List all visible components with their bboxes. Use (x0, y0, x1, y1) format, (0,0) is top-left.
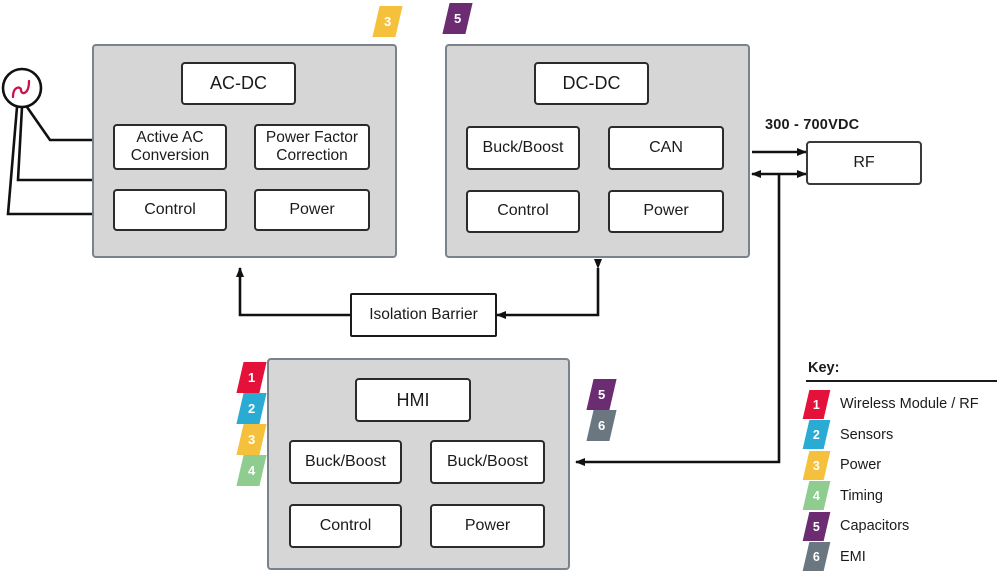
key-swatch-3: 3 (802, 450, 831, 480)
mains-line-2 (16, 106, 92, 182)
key-label-6: EMI (840, 548, 866, 565)
key-swatch-6: 6 (802, 542, 831, 572)
tag-hmi-5-label: 5 (597, 387, 606, 402)
rf-to-hmi-arrow (575, 174, 781, 466)
isolation-barrier-box[interactable]: Isolation Barrier (350, 293, 497, 337)
key-label-5: Capacitors (840, 518, 910, 535)
dcdc-to-iso-arrow (496, 259, 602, 319)
tag-hmi-4-label: 4 (247, 463, 256, 478)
key-swatch-5-number: 5 (813, 519, 820, 534)
key-item-timing[interactable]: 4 Timing (802, 481, 1000, 512)
key-title: Key: (808, 360, 840, 376)
key-swatch-2: 2 (802, 420, 831, 450)
key-label-2: Sensors (840, 426, 894, 443)
ac-dc-unit-power[interactable]: Power (254, 189, 370, 231)
hmi-unit-power[interactable]: Power (430, 504, 545, 548)
key-label-3: Power (840, 457, 882, 474)
key-divider (806, 380, 997, 382)
voltage-label: 300 - 700VDC (765, 117, 860, 133)
tag-hmi-3-label: 3 (247, 432, 256, 447)
ac-dc-unit-active-ac-conversion[interactable]: Active AC Conversion (113, 124, 227, 170)
key-label-1: Wireless Module / RF (840, 396, 979, 413)
mains-line-1 (25, 106, 92, 142)
key-item-emi[interactable]: 6 EMI (802, 542, 1000, 573)
key-swatch-2-number: 2 (813, 427, 820, 442)
mains-line-3 (6, 106, 92, 216)
hmi-unit-control[interactable]: Control (289, 504, 402, 548)
ac-source-symbol (1, 67, 43, 109)
key-item-sensors[interactable]: 2 Sensors (802, 420, 1000, 451)
hmi-unit-buck-boost-right[interactable]: Buck/Boost (430, 440, 545, 484)
tag-dcdc-5-label: 5 (453, 11, 462, 26)
key-swatch-6-number: 6 (813, 549, 820, 564)
iso-to-acdc-arrow (236, 267, 350, 317)
hmi-title-box[interactable]: HMI (355, 378, 471, 422)
tag-acdc-3-label: 3 (383, 14, 392, 29)
hmi-unit-buck-boost-left[interactable]: Buck/Boost (289, 440, 402, 484)
dc-dc-title-box[interactable]: DC-DC (534, 62, 649, 105)
dc-dc-unit-control[interactable]: Control (466, 190, 580, 233)
key-swatch-4: 4 (802, 481, 831, 511)
tag-hmi-2-label: 2 (247, 401, 256, 416)
key-swatch-1: 1 (802, 389, 831, 419)
key-item-capacitors[interactable]: 5 Capacitors (802, 511, 1000, 542)
ac-dc-title-box[interactable]: AC-DC (181, 62, 296, 105)
dc-dc-unit-buck-boost[interactable]: Buck/Boost (466, 126, 580, 170)
ac-dc-unit-power-factor-correction[interactable]: Power Factor Correction (254, 124, 370, 170)
dc-dc-unit-power[interactable]: Power (608, 190, 724, 233)
dc-dc-unit-can[interactable]: CAN (608, 126, 724, 170)
tag-hmi-6-label: 6 (597, 418, 606, 433)
key-panel: Key: 1 Wireless Module / RF 2 Sensors 3 … (802, 360, 1000, 573)
key-swatch-1-number: 1 (813, 397, 820, 412)
rf-box[interactable]: RF (806, 141, 922, 185)
key-item-power[interactable]: 3 Power (802, 450, 1000, 481)
key-swatch-3-number: 3 (813, 458, 820, 473)
ac-dc-unit-control[interactable]: Control (113, 189, 227, 231)
key-swatch-4-number: 4 (813, 488, 820, 503)
key-swatch-5: 5 (802, 511, 831, 541)
key-label-4: Timing (840, 487, 883, 504)
tag-hmi-1-label: 1 (247, 370, 256, 385)
key-item-wireless-module-rf[interactable]: 1 Wireless Module / RF (802, 389, 1000, 420)
